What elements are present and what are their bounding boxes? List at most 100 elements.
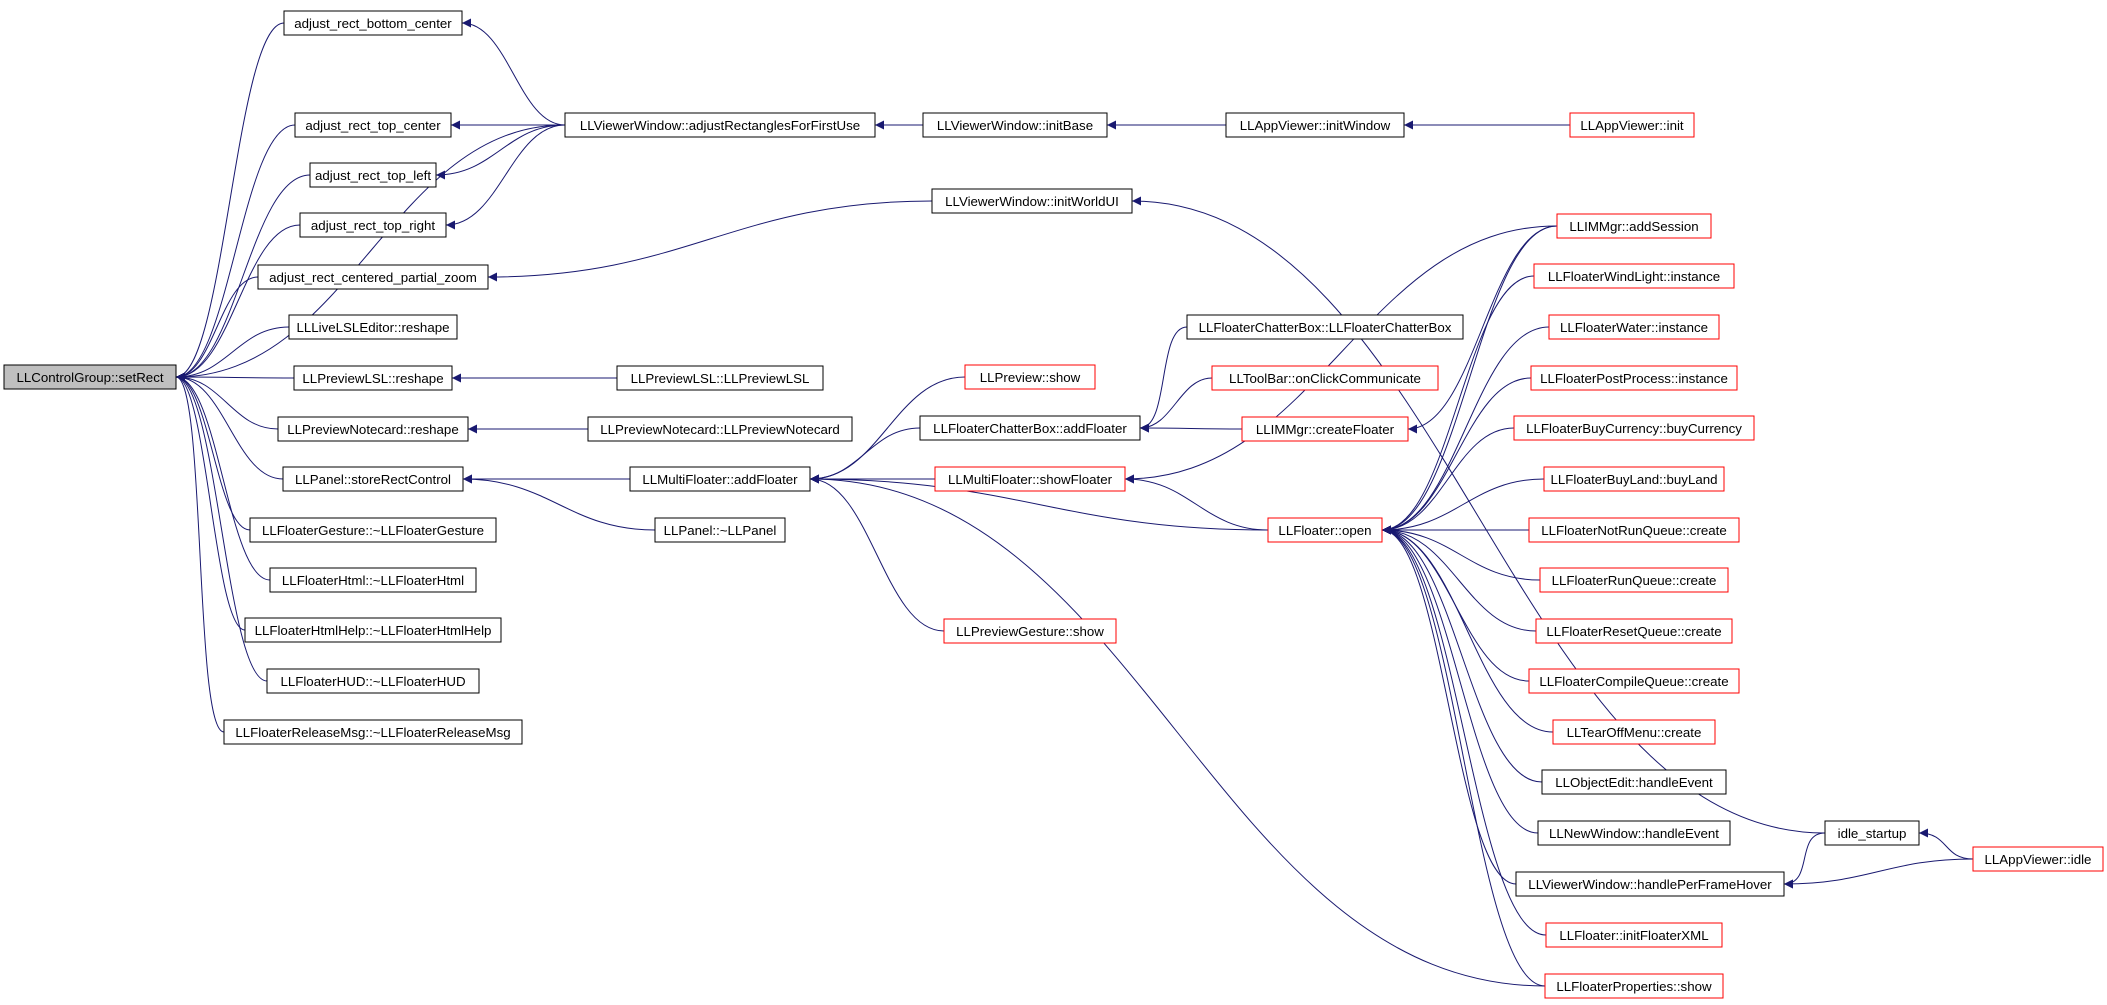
edge-hud_dtor-to-setRect xyxy=(175,372,268,682)
edge-release_dtor-to-setRect xyxy=(175,372,225,733)
node-release-dtor[interactable]: LLFloaterReleaseMsg::~LLFloaterReleaseMs… xyxy=(223,719,523,745)
edge-objectedit-to-open xyxy=(1381,525,1543,783)
node-setRect[interactable]: LLControlGroup::setRect xyxy=(3,364,177,390)
node-box xyxy=(1528,668,1740,694)
node-label: adjust_rect_top_right xyxy=(311,218,435,233)
edge-idle_startup-to-hover xyxy=(1783,832,1826,889)
node-idle-startup[interactable]: idle_startup xyxy=(1824,820,1920,846)
node-box xyxy=(1241,416,1409,442)
node-hud-dtor[interactable]: LLFloaterHUD::~LLFloaterHUD xyxy=(266,668,480,694)
edge-top_center-to-setRect xyxy=(175,124,296,382)
node-label: adjust_rect_centered_partial_zoom xyxy=(269,270,477,285)
node-tearoff[interactable]: LLTearOffMenu::create xyxy=(1552,719,1716,745)
node-preview-show[interactable]: LLPreview::show xyxy=(964,364,1096,390)
node-bottom-center[interactable]: adjust_rect_bottom_center xyxy=(283,10,463,36)
edge-top_left-to-setRect xyxy=(175,174,311,382)
node-label: LLViewerWindow::adjustRectanglesForFirst… xyxy=(580,118,860,133)
node-label: LLToolBar::onClickCommunicate xyxy=(1229,371,1421,386)
edge-adjust_first-to-bottom_center xyxy=(461,18,566,126)
node-box xyxy=(1972,846,2104,872)
node-box xyxy=(934,466,1126,492)
edge-gesture_dtor-to-setRect xyxy=(175,372,251,531)
node-chatter-ctor[interactable]: LLFloaterChatterBox::LLFloaterChatterBox xyxy=(1186,314,1464,340)
edge-html_dtor-to-setRect xyxy=(175,372,271,581)
node-gesture-dtor[interactable]: LLFloaterGesture::~LLFloaterGesture xyxy=(249,517,497,543)
node-box xyxy=(1267,517,1383,543)
node-init-world-ui[interactable]: LLViewerWindow::initWorldUI xyxy=(931,188,1133,214)
node-top-right[interactable]: adjust_rect_top_right xyxy=(299,212,447,238)
node-app-idle[interactable]: LLAppViewer::idle xyxy=(1972,846,2104,872)
node-water[interactable]: LLFloaterWater::instance xyxy=(1548,314,1720,340)
node-newwindow[interactable]: LLNewWindow::handleEvent xyxy=(1537,820,1731,846)
node-label: LLAppViewer::initWindow xyxy=(1240,118,1391,133)
node-chatter-add[interactable]: LLFloaterChatterBox::addFloater xyxy=(919,415,1141,441)
node-box xyxy=(1186,314,1464,340)
node-label: LLFloaterChatterBox::addFloater xyxy=(933,421,1127,436)
edge-adjust_first-to-top_left xyxy=(435,124,566,180)
node-toolbar[interactable]: LLToolBar::onClickCommunicate xyxy=(1211,365,1439,391)
node-init-base[interactable]: LLViewerWindow::initBase xyxy=(922,112,1108,138)
node-store-rect[interactable]: LLPanel::storeRectControl xyxy=(282,466,464,492)
node-top-left[interactable]: adjust_rect_top_left xyxy=(309,162,437,188)
node-box xyxy=(3,364,177,390)
node-properties[interactable]: LLFloaterProperties::show xyxy=(1544,973,1724,999)
edge-toolbar-to-chatter_add xyxy=(1139,377,1213,433)
node-multi-show[interactable]: LLMultiFloater::showFloater xyxy=(934,466,1126,492)
node-label: LLFloaterResetQueue::create xyxy=(1546,624,1721,639)
node-label: LLPreviewLSL::reshape xyxy=(302,371,443,386)
node-label: LLFloaterCompileQueue::create xyxy=(1539,674,1728,689)
node-label: LLFloaterBuyLand::buyLand xyxy=(1550,472,1717,487)
node-box xyxy=(1513,415,1755,441)
node-box xyxy=(309,162,437,188)
node-resetqueue[interactable]: LLFloaterResetQueue::create xyxy=(1535,618,1733,644)
edge-postprocess-to-open xyxy=(1381,377,1532,535)
edge-properties-to-multi_add xyxy=(809,474,1546,987)
node-compilequeue[interactable]: LLFloaterCompileQueue::create xyxy=(1528,668,1740,694)
node-previewlsl-ctor[interactable]: LLPreviewLSL::LLPreviewLSL xyxy=(616,365,824,391)
node-label: LLPreviewNotecard::LLPreviewNotecard xyxy=(600,422,839,437)
node-gesture-show[interactable]: LLPreviewGesture::show xyxy=(943,618,1117,644)
edge-top_right-to-setRect xyxy=(175,224,301,382)
node-label: LLFloaterWindLight::instance xyxy=(1548,269,1720,284)
node-box xyxy=(1535,618,1733,644)
node-app-init[interactable]: LLAppViewer::init xyxy=(1569,112,1695,138)
node-windlight[interactable]: LLFloaterWindLight::instance xyxy=(1533,263,1735,289)
node-htmlhelp-dtor[interactable]: LLFloaterHtmlHelp::~LLFloaterHtmlHelp xyxy=(244,617,502,643)
node-notecard-ctor[interactable]: LLPreviewNotecard::LLPreviewNotecard xyxy=(587,416,853,442)
node-runqueue[interactable]: LLFloaterRunQueue::create xyxy=(1539,567,1729,593)
node-label: LLFloaterProperties::show xyxy=(1556,979,1712,994)
node-box xyxy=(269,567,477,593)
node-buycurrency[interactable]: LLFloaterBuyCurrency::buyCurrency xyxy=(1513,415,1755,441)
node-box xyxy=(1211,365,1439,391)
node-box xyxy=(277,416,469,442)
node-init-window[interactable]: LLAppViewer::initWindow xyxy=(1225,112,1405,138)
node-notecard-reshape[interactable]: LLPreviewNotecard::reshape xyxy=(277,416,469,442)
node-create-floater[interactable]: LLIMMgr::createFloater xyxy=(1241,416,1409,442)
node-box xyxy=(282,466,464,492)
node-adjust-first[interactable]: LLViewerWindow::adjustRectanglesForFirst… xyxy=(564,112,876,138)
node-partial-zoom[interactable]: adjust_rect_centered_partial_zoom xyxy=(257,264,489,290)
node-open[interactable]: LLFloater::open xyxy=(1267,517,1383,543)
node-html-dtor[interactable]: LLFloaterHtml::~LLFloaterHtml xyxy=(269,567,477,593)
node-box xyxy=(616,365,824,391)
node-label: LLAppViewer::idle xyxy=(1985,852,2092,867)
node-postprocess[interactable]: LLFloaterPostProcess::instance xyxy=(1530,365,1738,391)
node-hover[interactable]: LLViewerWindow::handlePerFrameHover xyxy=(1515,871,1785,897)
node-multi-add[interactable]: LLMultiFloater::addFloater xyxy=(629,466,811,492)
node-panel-dtor[interactable]: LLPanel::~LLPanel xyxy=(654,517,786,543)
node-objectedit[interactable]: LLObjectEdit::handleEvent xyxy=(1541,769,1727,795)
node-livelsl[interactable]: LLLiveLSLEditor::reshape xyxy=(288,314,458,340)
node-box xyxy=(654,517,786,543)
node-notrunqueue[interactable]: LLFloaterNotRunQueue::create xyxy=(1528,517,1740,543)
node-previewlsl-reshape[interactable]: LLPreviewLSL::reshape xyxy=(293,365,453,391)
node-buyland[interactable]: LLFloaterBuyLand::buyLand xyxy=(1543,466,1725,492)
node-label: LLObjectEdit::handleEvent xyxy=(1555,775,1713,790)
node-add-session[interactable]: LLIMMgr::addSession xyxy=(1556,213,1712,239)
edge-open-to-multi_add xyxy=(809,474,1269,531)
edge-add_session-to-open xyxy=(1381,225,1558,535)
node-box xyxy=(293,365,453,391)
node-top-center[interactable]: adjust_rect_top_center xyxy=(294,112,452,138)
node-label: LLViewerWindow::handlePerFrameHover xyxy=(1528,877,1772,892)
node-initxml[interactable]: LLFloater::initFloaterXML xyxy=(1545,922,1723,948)
node-label: LLPreviewLSL::LLPreviewLSL xyxy=(631,371,810,386)
